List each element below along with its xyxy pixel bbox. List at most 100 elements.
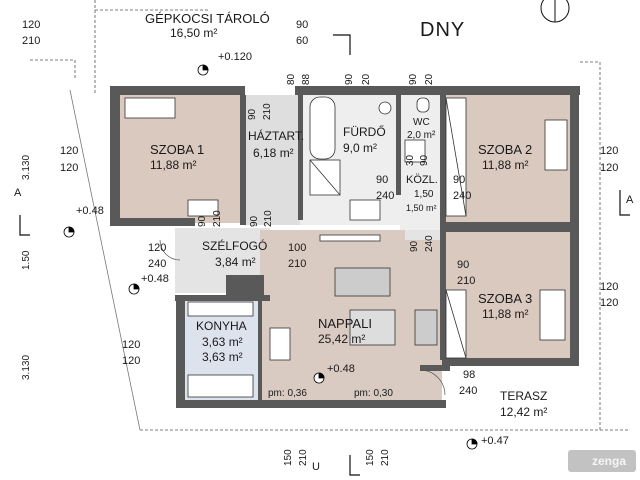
wall: [440, 232, 446, 360]
sz3-door-h: 210: [457, 275, 476, 287]
section-markers: [19, 34, 630, 476]
garage-name: GÉPKOCSI TÁROLÓ: [145, 11, 270, 26]
haz-top-a: 80: [286, 73, 297, 85]
kozl-name: KÖZL.: [406, 174, 438, 186]
konyha-name: KONYHA: [196, 319, 247, 333]
dim-left-top: 3.130: [21, 154, 32, 180]
section-top: [333, 34, 351, 55]
nappali-door-h: 210: [288, 258, 307, 270]
furdo-door-h: 240: [376, 190, 395, 202]
wall: [240, 95, 246, 225]
haz-top-b: 88: [301, 73, 312, 85]
level-terrace: +0.47: [481, 435, 509, 447]
konyha-area2: 3,63 m²: [202, 350, 243, 364]
wall: [226, 275, 264, 295]
section-a-right: A: [626, 194, 634, 206]
szelfogo-area: 3,84 m²: [215, 255, 256, 269]
wall: [440, 95, 446, 235]
szoba2-bed: [544, 119, 568, 171]
section-u: U: [312, 461, 320, 473]
terrace-door-swing: [419, 369, 446, 396]
section-a-right: [619, 190, 630, 216]
szelfogo-name: SZÉLFOGÓ: [202, 239, 268, 253]
wardrobe-line: [445, 289, 467, 359]
sz1-door-a: 90: [197, 215, 208, 227]
wc-bowl: [416, 97, 430, 113]
coffee-table: [349, 309, 396, 346]
dim-left-mid: 1.50: [21, 250, 32, 270]
sz3-door-w: 90: [457, 259, 470, 271]
opening-top-left-h: 210: [22, 35, 41, 47]
kozl-v-a: 90: [409, 240, 420, 252]
bottom1-h: 210: [298, 449, 309, 466]
section-u: [349, 455, 360, 476]
garage-area: 16,50 m²: [170, 26, 218, 40]
level-entry: +0.48: [141, 273, 169, 285]
garage-door-w: 90: [296, 19, 309, 31]
konyha-win-h: 120: [122, 355, 141, 367]
level-markers: [63, 64, 478, 450]
haz-left-b: 210: [262, 103, 273, 120]
wall: [442, 358, 570, 366]
haztart-floor: [245, 95, 300, 225]
north-arrow: [540, 0, 570, 23]
kozl-door-w: 90: [453, 174, 466, 186]
shower-line: [309, 159, 341, 196]
wall: [176, 400, 446, 408]
door-swings: [159, 239, 446, 396]
section-a-left: A: [14, 187, 22, 199]
level-left: +0.48: [76, 205, 104, 217]
wc-top-a: 90: [408, 73, 419, 85]
terrace-door-w: 98: [463, 369, 476, 381]
wall: [110, 218, 195, 226]
garage-door-h: 60: [296, 35, 309, 47]
szoba1-desk: [187, 199, 219, 217]
nappali-name: NAPPALI: [318, 316, 372, 331]
szoba3-name: SZOBA 3: [478, 291, 533, 306]
watermark-text: zenga: [592, 454, 627, 468]
wc-sink: [404, 139, 426, 163]
terasz-name: TERASZ: [500, 389, 548, 403]
wc-side-b: 90: [419, 154, 430, 166]
szoba1-area: 11,88 m²: [150, 158, 197, 172]
wall: [175, 295, 270, 301]
kozl-door-h: 240: [453, 190, 472, 202]
opening-top-left-w: 120: [22, 19, 41, 31]
kozl-area1: 1,50: [414, 189, 434, 200]
sz1-door-b: 210: [212, 210, 223, 227]
wc-name: WC: [413, 117, 430, 128]
entry-w: 120: [148, 242, 167, 254]
wc-top-b: 20: [424, 73, 435, 85]
szoba3-bed: [539, 289, 566, 341]
shelf: [319, 234, 381, 242]
wardrobe-line: [445, 97, 467, 217]
dim-left-bottom: 3.130: [21, 354, 32, 380]
sill-right: pm: 0,30: [354, 388, 393, 399]
bottom2-w: 150: [365, 449, 376, 466]
wall: [396, 95, 401, 195]
wall: [295, 86, 580, 95]
konyha-win-w: 120: [122, 339, 141, 351]
szoba1-win-w: 120: [60, 145, 79, 157]
entry-door-swing: [159, 239, 181, 261]
dining-table: [269, 327, 291, 361]
haz-left-a: 90: [247, 108, 258, 120]
szoba1-name: SZOBA 1: [150, 142, 205, 157]
konyha-area1: 3,63 m²: [202, 335, 243, 349]
wall: [570, 86, 579, 366]
sofa: [334, 267, 391, 297]
bottom1-w: 150: [283, 449, 294, 466]
kozl-v-b: 240: [424, 235, 435, 252]
section-a-left: [19, 215, 30, 236]
furdo-top-a: 90: [344, 73, 355, 85]
armchair: [414, 309, 438, 346]
wall: [110, 86, 245, 95]
entry-h: 240: [148, 258, 167, 270]
terrace-door-h: 240: [459, 385, 478, 397]
nappali-area: 25,42 m²: [318, 332, 366, 346]
washbasin: [349, 199, 381, 221]
szoba1-win-h: 120: [60, 162, 79, 174]
wall: [298, 95, 303, 220]
haz-door-a: 90: [249, 215, 260, 227]
szoba2-area: 11,88 m²: [482, 158, 529, 172]
